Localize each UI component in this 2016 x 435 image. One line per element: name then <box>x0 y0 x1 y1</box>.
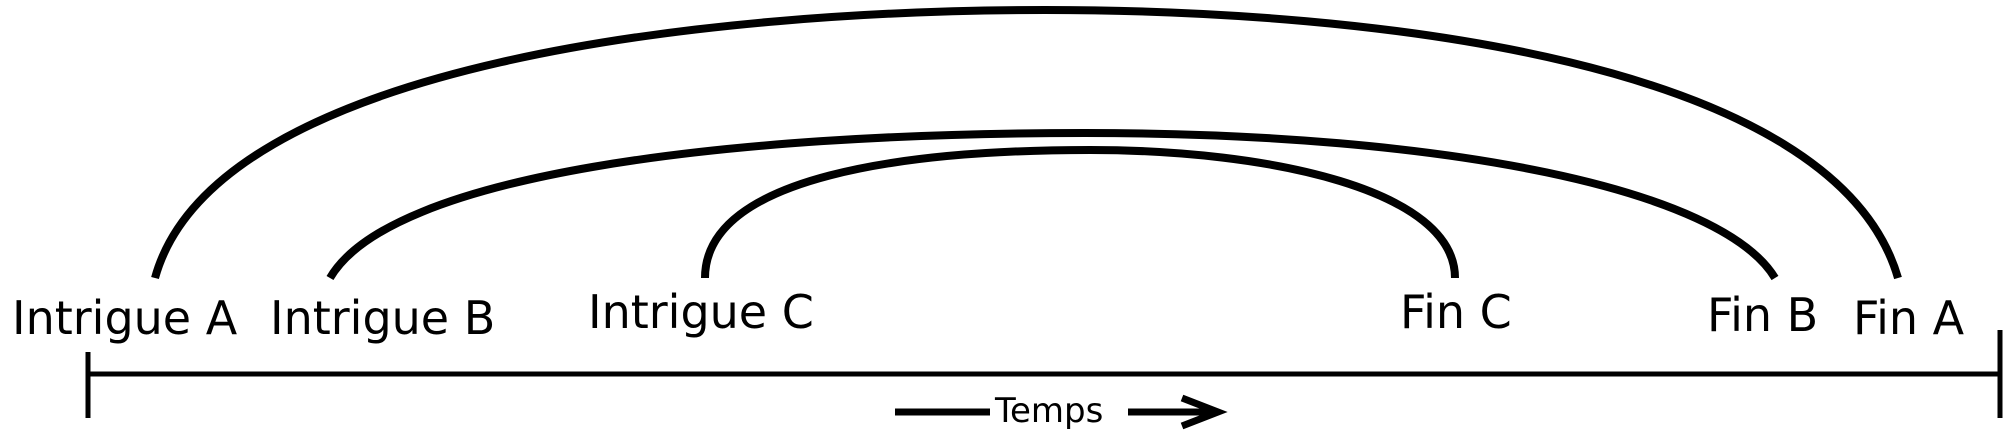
label-intrigue-a: Intrigue A <box>12 291 238 345</box>
axis-label-temps: Temps <box>994 391 1103 431</box>
arc-b <box>326 128 1779 281</box>
arc-a <box>151 5 1902 280</box>
label-intrigue-b: Intrigue B <box>270 291 495 345</box>
label-fin-a: Fin A <box>1853 291 1965 345</box>
arc-c <box>701 145 1459 279</box>
arrow-head-icon <box>1180 394 1228 430</box>
label-intrigue-c: Intrigue C <box>588 285 814 339</box>
label-fin-c: Fin C <box>1400 285 1512 339</box>
label-fin-b: Fin B <box>1707 288 1818 342</box>
